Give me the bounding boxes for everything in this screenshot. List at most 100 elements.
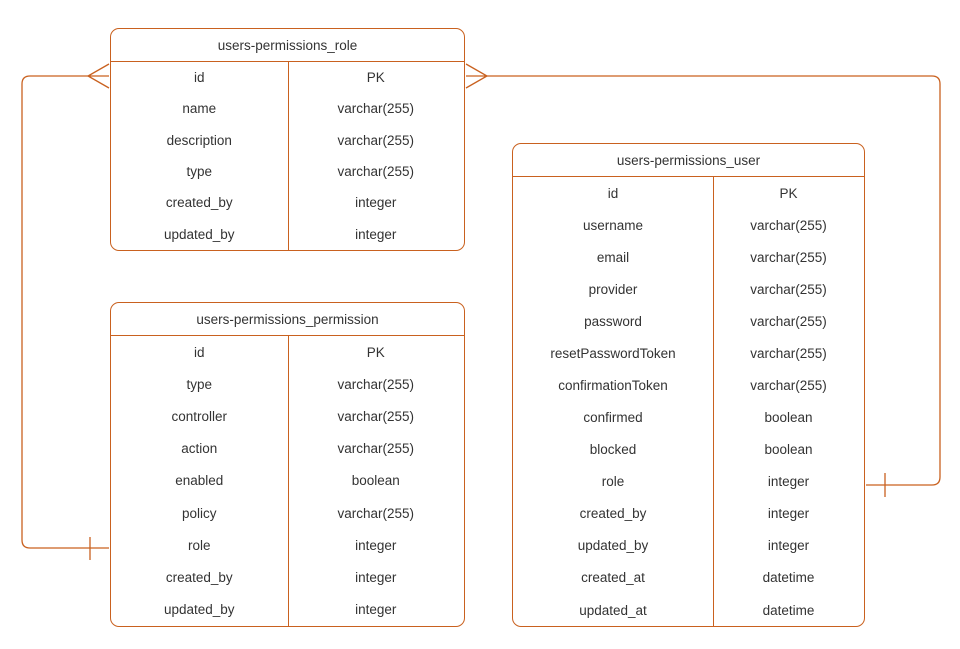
table-row: action varchar(255) xyxy=(111,433,464,465)
field-name-cell: description xyxy=(166,132,232,148)
field-type-cell: varchar(255) xyxy=(750,281,827,297)
field-name-cell: enabled xyxy=(175,473,224,489)
table-row: confirmationToken varchar(255) xyxy=(513,369,864,401)
field-name-cell: created_by xyxy=(579,506,647,522)
field-type-cell: varchar(255) xyxy=(337,505,415,521)
field-name-cell: password xyxy=(584,313,642,329)
table-row: id PK xyxy=(111,336,464,368)
crows-foot-many-marker xyxy=(465,63,489,89)
table-row: enabled boolean xyxy=(111,465,464,497)
table-row: controller varchar(255) xyxy=(111,400,464,432)
field-type-cell: varchar(255) xyxy=(337,409,415,425)
table-row: provider varchar(255) xyxy=(513,273,864,305)
table-users-permissions-user: users-permissions_user id PK username va… xyxy=(512,143,865,627)
table-title: users-permissions_permission xyxy=(111,303,464,336)
field-name-cell: username xyxy=(583,217,644,233)
table-title: users-permissions_user xyxy=(513,144,864,177)
field-name-cell: email xyxy=(596,249,630,265)
field-name-cell: confirmationToken xyxy=(558,378,668,393)
field-type-cell: integer xyxy=(355,570,397,586)
table-row: updated_by integer xyxy=(513,530,864,562)
field-name-cell: name xyxy=(182,101,217,117)
field-name-cell: updated_by xyxy=(163,602,235,618)
field-name-cell: provider xyxy=(588,281,638,297)
field-name-cell: id xyxy=(193,70,205,86)
field-type-cell: boolean xyxy=(351,473,400,489)
field-name-cell: id xyxy=(193,344,205,360)
table-row: type varchar(255) xyxy=(111,156,464,187)
table-row: name varchar(255) xyxy=(111,93,464,124)
table-title: users-permissions_role xyxy=(111,29,464,62)
field-type-cell: PK xyxy=(366,70,385,86)
table-row: created_by integer xyxy=(513,498,864,530)
field-type-cell: integer xyxy=(767,506,810,522)
table-users-permissions-role: users-permissions_role id PK name varcha… xyxy=(110,28,465,251)
field-name-cell: resetPasswordToken xyxy=(550,345,676,361)
field-name-cell: id xyxy=(607,185,619,201)
table-row: blocked boolean xyxy=(513,434,864,466)
connector-path xyxy=(21,75,109,549)
field-name-cell: role xyxy=(601,474,625,490)
field-type-cell: integer xyxy=(767,474,810,490)
table-row: created_by integer xyxy=(111,562,464,594)
table-row: resetPasswordToken varchar(255) xyxy=(513,337,864,369)
table-users-permissions-permission: users-permissions_permission id PK type … xyxy=(110,302,465,627)
table-body: id PK username varchar(255) email varcha… xyxy=(513,177,864,626)
table-row: policy varchar(255) xyxy=(111,497,464,529)
table-body: id PK type varchar(255) controller varch… xyxy=(111,336,464,626)
field-type-cell: varchar(255) xyxy=(337,164,415,180)
field-type-cell: PK xyxy=(366,344,385,360)
field-name-cell: created_by xyxy=(165,570,233,586)
field-type-cell: varchar(255) xyxy=(337,441,415,457)
column-divider xyxy=(713,177,715,626)
field-name-cell: created_at xyxy=(581,570,645,586)
field-name-cell: updated_by xyxy=(163,226,235,242)
table-row: description varchar(255) xyxy=(111,125,464,156)
field-type-cell: integer xyxy=(355,602,397,618)
field-name-cell: updated_by xyxy=(577,538,649,554)
field-type-cell: varchar(255) xyxy=(750,313,827,329)
table-row: id PK xyxy=(111,62,464,93)
table-row: username varchar(255) xyxy=(513,209,864,241)
table-row: created_by integer xyxy=(111,187,464,218)
field-type-cell: boolean xyxy=(764,410,813,426)
crows-foot-many-marker xyxy=(86,63,110,89)
field-name-cell: role xyxy=(187,537,211,553)
field-type-cell: varchar(255) xyxy=(337,132,415,148)
relationship-role-permission xyxy=(21,63,110,560)
field-name-cell: action xyxy=(181,441,218,457)
field-type-cell: datetime xyxy=(762,602,815,618)
table-row: created_at datetime xyxy=(513,562,864,594)
field-type-cell: varchar(255) xyxy=(750,345,827,361)
field-type-cell: varchar(255) xyxy=(750,249,827,265)
connector-path xyxy=(487,75,941,486)
field-type-cell: varchar(255) xyxy=(750,217,827,233)
field-type-cell: varchar(255) xyxy=(337,101,415,117)
field-name-cell: created_by xyxy=(165,195,233,211)
table-body: id PK name varchar(255) description varc… xyxy=(111,62,464,250)
table-row: updated_by integer xyxy=(111,594,464,626)
table-row: role integer xyxy=(513,466,864,498)
table-row: confirmed boolean xyxy=(513,402,864,434)
table-row: id PK xyxy=(513,177,864,209)
column-divider xyxy=(287,62,289,250)
field-name-cell: confirmed xyxy=(583,410,643,426)
field-name-cell: type xyxy=(186,164,213,180)
field-type-cell: integer xyxy=(767,538,810,554)
field-name-cell: controller xyxy=(171,409,228,425)
table-row: updated_by integer xyxy=(111,219,464,250)
column-divider xyxy=(287,336,289,626)
table-row: email varchar(255) xyxy=(513,241,864,273)
field-name-cell: updated_at xyxy=(579,602,647,618)
field-name-cell: type xyxy=(186,376,213,392)
table-row: password varchar(255) xyxy=(513,305,864,337)
field-type-cell: integer xyxy=(355,537,397,553)
field-type-cell: integer xyxy=(355,226,397,242)
field-type-cell: integer xyxy=(355,195,397,211)
field-type-cell: boolean xyxy=(764,442,813,458)
field-type-cell: varchar(255) xyxy=(750,378,827,393)
field-type-cell: PK xyxy=(779,185,798,201)
field-type-cell: datetime xyxy=(762,570,815,586)
